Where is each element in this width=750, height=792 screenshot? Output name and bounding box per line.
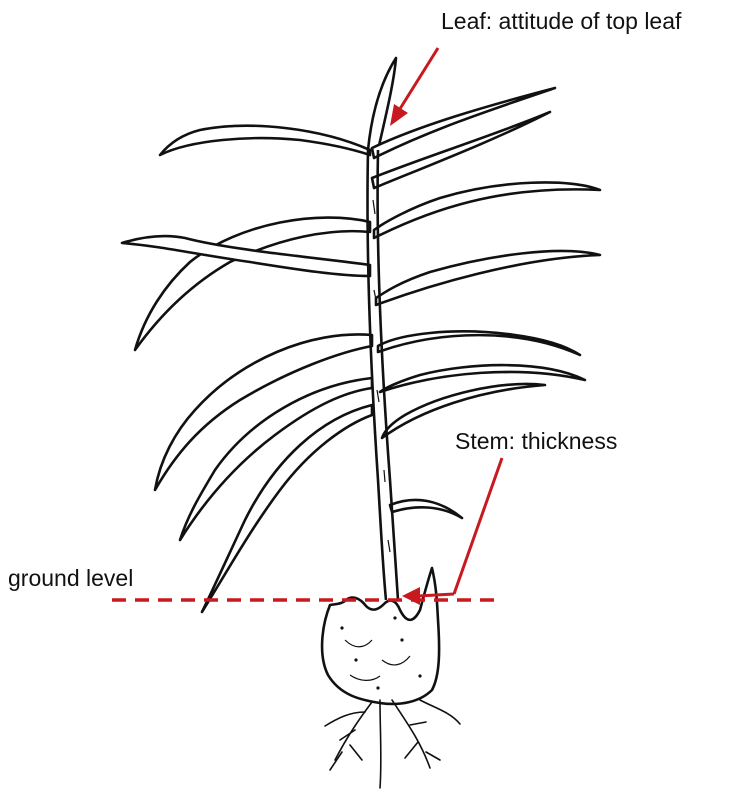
leaf (376, 251, 600, 305)
leaf (155, 334, 372, 490)
leaf (374, 182, 600, 238)
stem-annotation-arrow (402, 458, 502, 605)
leaf (160, 126, 370, 155)
leaf (378, 331, 580, 355)
roots (325, 700, 460, 788)
leaf-annotation-arrow (390, 48, 438, 126)
leaf (202, 405, 372, 612)
leaf-annotation-label: Leaf: attitude of top leaf (441, 10, 681, 33)
leaf-group (122, 58, 600, 612)
rhizome (322, 568, 439, 704)
stem-annotation-label: Stem: thickness (455, 430, 617, 453)
leaf (390, 500, 462, 518)
ground-level-label: ground level (8, 567, 133, 590)
leaf-top (368, 58, 396, 150)
leaf (372, 112, 550, 188)
